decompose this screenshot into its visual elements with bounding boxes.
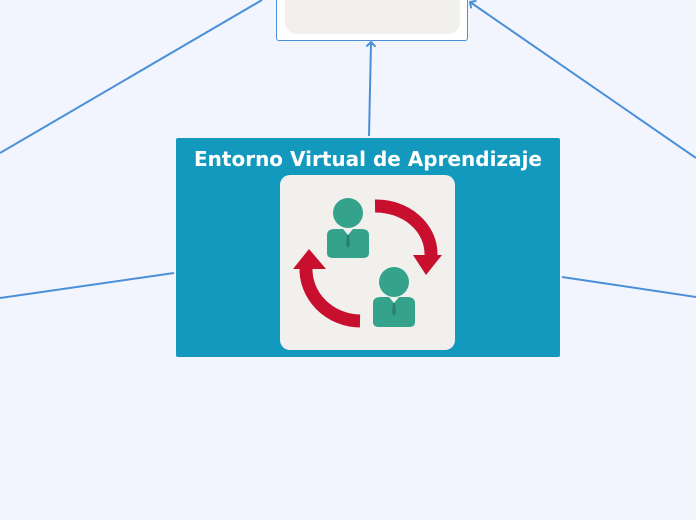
central-topic-title: Entorno Virtual de Aprendizaje [194,147,542,171]
person-icon [373,267,415,327]
connector-right [561,276,696,298]
connector-upper-left [0,0,263,154]
top-topic-node[interactable] [276,0,468,41]
connector-left [0,272,175,299]
arrow-counterclockwise-icon [293,249,361,328]
central-topic-node[interactable]: Entorno Virtual de Aprendizaje [176,138,560,357]
person-icon [327,198,369,258]
collaboration-exchange-icon [293,198,442,328]
central-topic-image-card [280,175,455,350]
connector-top [365,41,376,137]
arrow-clockwise-icon [374,199,442,275]
top-topic-image-card [285,0,460,34]
connector-upper-right [469,0,696,159]
